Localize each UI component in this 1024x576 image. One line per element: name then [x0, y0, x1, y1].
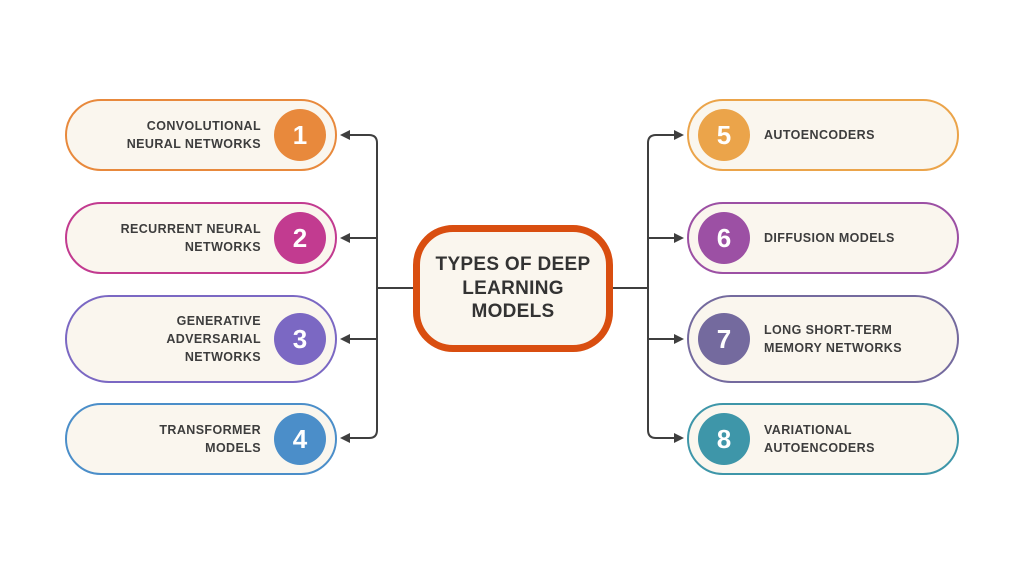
center-node: TYPES OF DEEP LEARNING MODELS: [413, 225, 613, 352]
number-badge: 4: [274, 413, 326, 465]
node-long-short-term-memory-networks: 7 LONG SHORT-TERM MEMORY NETWORKS: [687, 295, 959, 383]
number-badge: 1: [274, 109, 326, 161]
node-convolutional-neural-networks: CONVOLUTIONAL NEURAL NETWORKS 1: [65, 99, 337, 171]
center-node-title-line: MODELS: [471, 301, 555, 323]
left-arrowhead-2: [340, 233, 350, 243]
node-label: RECURRENT NEURAL NETWORKS: [120, 221, 261, 254]
left-arrowhead-3: [340, 334, 350, 344]
number-badge: 7: [698, 313, 750, 365]
node-recurrent-neural-networks: RECURRENT NEURAL NETWORKS 2: [65, 202, 337, 274]
node-label: TRANSFORMER MODELS: [159, 422, 261, 455]
center-node-title-line: TYPES OF DEEP: [435, 253, 591, 275]
node-autoencoders: 5 AUTOENCODERS: [687, 99, 959, 171]
number-badge: 8: [698, 413, 750, 465]
node-label: AUTOENCODERS: [764, 127, 875, 142]
right-arrowhead-8: [674, 433, 684, 443]
node-label: DIFFUSION MODELS: [764, 230, 895, 245]
number-badge: 2: [274, 212, 326, 264]
node-label: VARIATIONAL AUTOENCODERS: [764, 422, 875, 455]
node-generative-adversarial-networks: GENERATIVE ADVERSARIAL NETWORKS 3: [65, 295, 337, 383]
node-diffusion-models: 6 DIFFUSION MODELS: [687, 202, 959, 274]
left-arrowhead-4: [340, 433, 350, 443]
node-label: LONG SHORT-TERM MEMORY NETWORKS: [764, 322, 902, 355]
left-connector-bracket: [348, 134, 378, 439]
right-arrowhead-5: [674, 130, 684, 140]
number-badge: 3: [274, 313, 326, 365]
center-node-title-line: LEARNING: [462, 277, 564, 299]
right-arrowhead-7: [674, 334, 684, 344]
right-connector-bracket: [647, 134, 676, 439]
node-transformer-models: TRANSFORMER MODELS 4: [65, 403, 337, 475]
left-arrowhead-1: [340, 130, 350, 140]
node-label: GENERATIVE ADVERSARIAL NETWORKS: [166, 313, 261, 365]
node-variational-autoencoders: 8 VARIATIONAL AUTOENCODERS: [687, 403, 959, 475]
right-arrowhead-6: [674, 233, 684, 243]
node-label: CONVOLUTIONAL NEURAL NETWORKS: [126, 118, 261, 151]
number-badge: 6: [698, 212, 750, 264]
number-badge: 5: [698, 109, 750, 161]
